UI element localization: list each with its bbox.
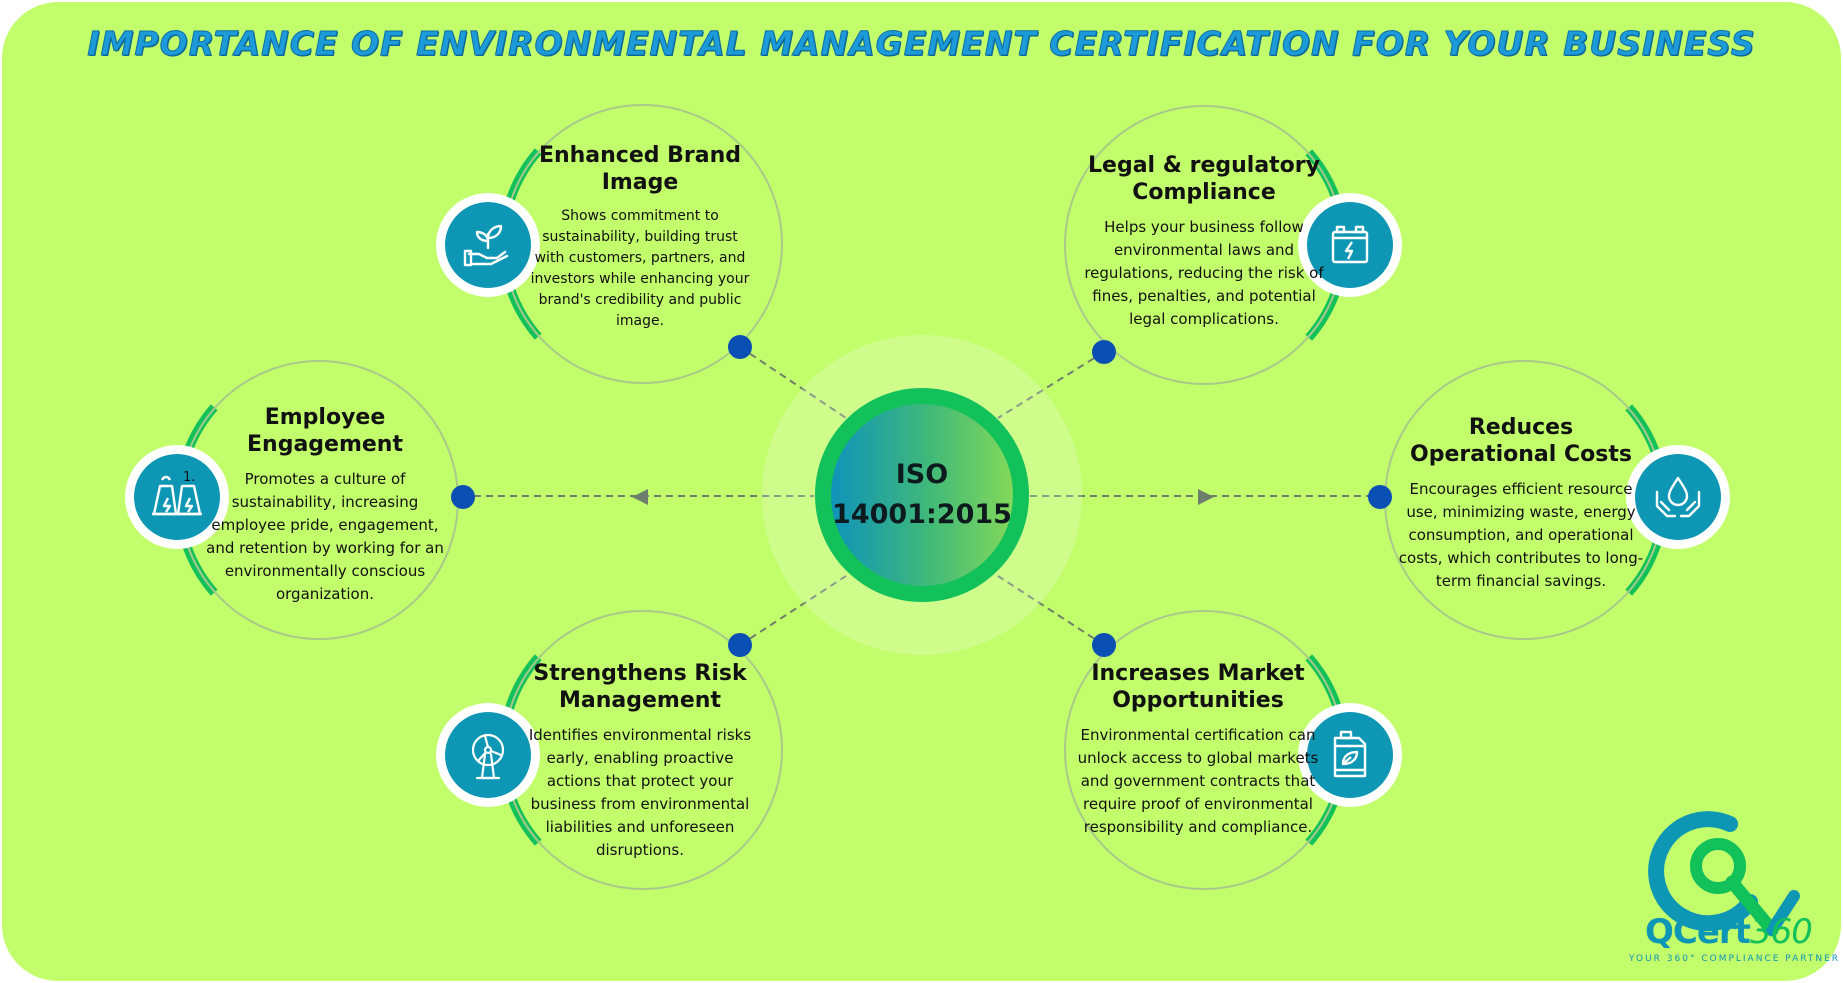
eco-canister-icon	[1333, 730, 1367, 778]
card-legal-body: Helps your business follow environmental…	[1084, 218, 1324, 328]
employee-icon-disc	[125, 445, 229, 549]
connector-brand	[739, 346, 847, 419]
dot-market	[1092, 633, 1116, 657]
arrow-left	[632, 489, 648, 505]
connector-legal	[997, 351, 1105, 419]
card-risk-title: Strengthens Risk Management	[533, 661, 747, 713]
logo-tagline: YOUR 360° COMPLIANCE PARTNER	[1629, 954, 1841, 964]
card-risk-body: Identifies environmental risks early, en…	[528, 726, 752, 859]
dot-brand	[728, 335, 752, 359]
card-brand-body: Shows commitment to sustainability, buil…	[530, 208, 750, 329]
costs-icon-disc	[1626, 445, 1730, 549]
logo-wordmark: QCert360	[1645, 912, 1813, 952]
logo-brand: QCert	[1645, 912, 1751, 952]
card-employee-title: Employee Engagement	[247, 405, 403, 457]
qcert-logo-mark	[1648, 811, 1800, 937]
hands-water-drop-icon	[1655, 476, 1701, 518]
card-legal: Legal & regulatory Compliance Helps your…	[1080, 152, 1328, 331]
card-market-body: Environmental certification can unlock a…	[1077, 726, 1319, 836]
card-employee-body: Promotes a culture of sustainability, in…	[206, 470, 444, 603]
card-risk: Strengthens Risk Management Identifies e…	[523, 660, 757, 862]
card-market-title: Increases Market Opportunities	[1091, 661, 1305, 713]
logo-number: 360	[1749, 912, 1813, 952]
card-market: Increases Market Opportunities Environme…	[1074, 660, 1322, 839]
connector-market	[997, 575, 1105, 646]
card-brand: Enhanced Brand Image Shows commitment to…	[530, 142, 750, 332]
dot-risk	[728, 633, 752, 657]
market-icon-disc	[1298, 703, 1402, 807]
card-brand-title: Enhanced Brand Image	[538, 143, 742, 195]
card-costs-body: Encourages efficient resource use, minim…	[1398, 480, 1644, 590]
brand-icon-disc	[436, 193, 540, 297]
page-title: Importance of Environmental Management C…	[87, 24, 1756, 64]
center-line-1: ISO	[895, 459, 949, 490]
dot-employee	[451, 485, 475, 509]
battery-icon	[1331, 225, 1369, 264]
card-costs-title: Reduces Operational Costs	[1410, 415, 1632, 467]
dot-legal	[1092, 340, 1116, 364]
card-costs: Reduces Operational Costs Encourages eff…	[1395, 414, 1647, 593]
risk-icon-disc	[436, 703, 540, 807]
dot-costs	[1368, 485, 1392, 509]
center-line-2: 14001:2015	[832, 499, 1012, 530]
hand-plant-icon	[463, 224, 509, 267]
wind-turbine-icon	[471, 733, 505, 780]
center-badge: ISO 14001:2015	[831, 404, 1013, 586]
legal-icon-disc	[1298, 193, 1402, 297]
list-marker: 1.	[183, 470, 196, 485]
power-plant-icon	[152, 475, 202, 516]
arrow-right	[1198, 489, 1214, 505]
connector-risk	[739, 575, 847, 646]
card-legal-title: Legal & regulatory Compliance	[1088, 153, 1320, 205]
card-employee: Employee Engagement Promotes a culture o…	[203, 404, 447, 606]
